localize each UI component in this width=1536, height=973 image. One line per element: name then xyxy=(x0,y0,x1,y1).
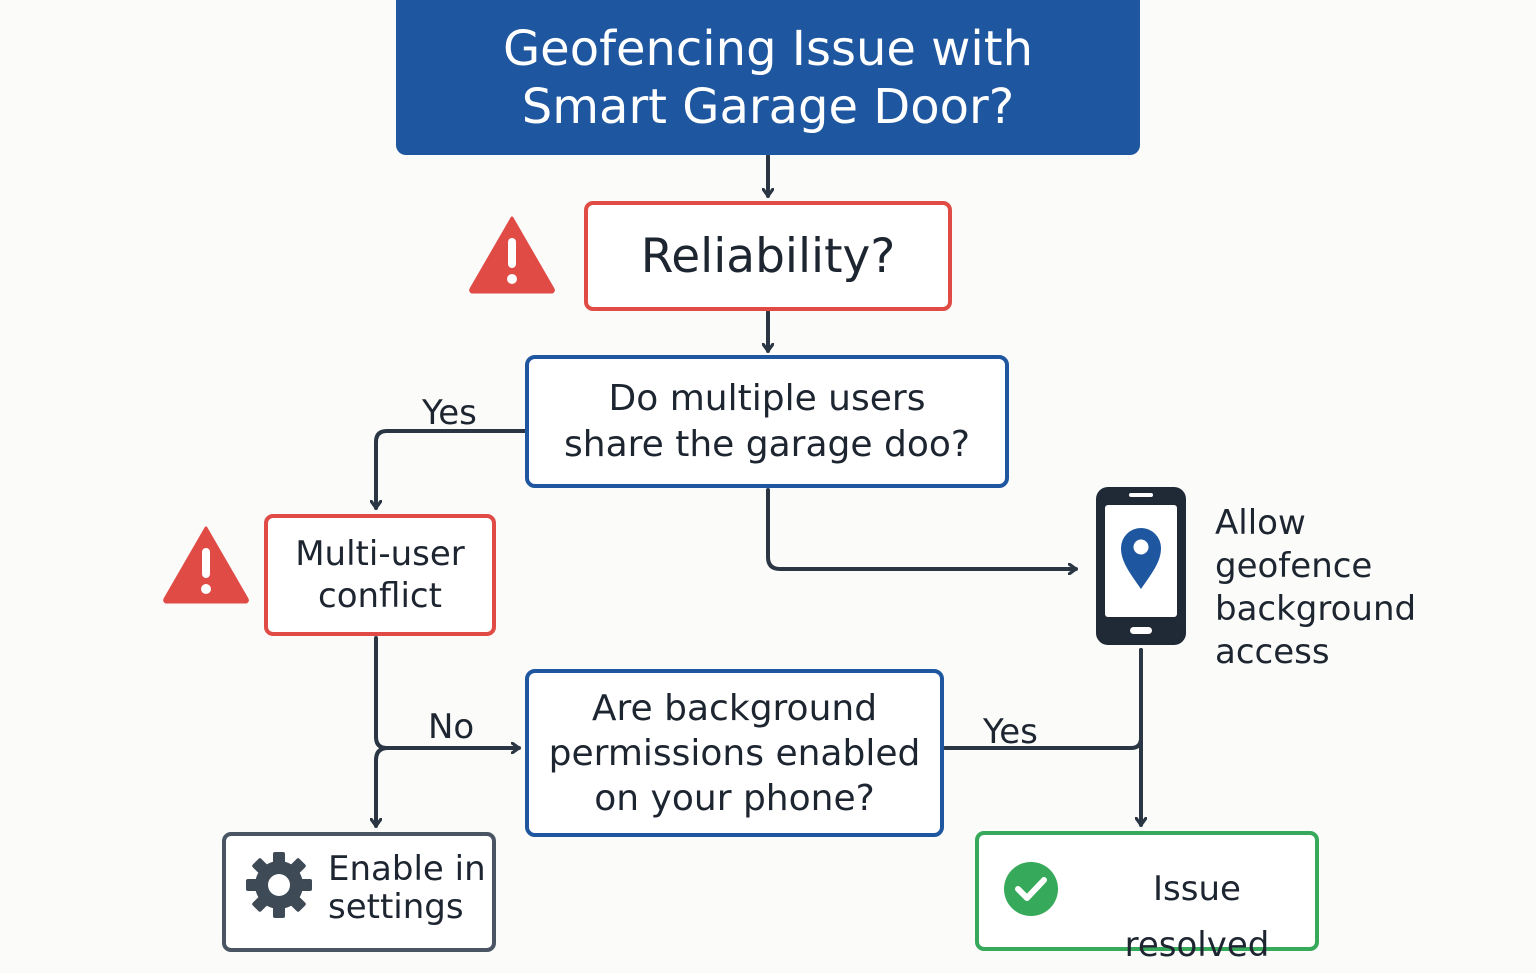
edge-label-yes-multiple-users: Yes xyxy=(422,393,477,433)
allow-geofence-text: Allow geofence background access xyxy=(1215,503,1417,672)
issue-resolved-node: Issue resolved xyxy=(975,831,1319,965)
reliability-label: Reliability? xyxy=(640,228,896,284)
warning-triangle-icon xyxy=(163,526,249,604)
title-box: Geofencing Issue with Smart Garage Door? xyxy=(396,0,1140,155)
connector-conflict-to-enable-settings xyxy=(376,746,390,828)
check-circle-icon xyxy=(1004,862,1058,916)
multi-user-conflict-label: Multi-user conflict xyxy=(295,534,465,616)
connector-multiple-users-yes-to-conflict xyxy=(376,429,527,510)
gear-icon xyxy=(246,852,312,918)
issue-resolved-label: Issue resolved xyxy=(1124,869,1270,965)
edge-label-yes-permissions: Yes xyxy=(983,712,1038,752)
warning-triangle-icon xyxy=(469,216,555,294)
flowchart-title: Geofencing Issue with Smart Garage Door? xyxy=(502,20,1034,135)
multiple-users-decision: Do multiple users share the garage doo? xyxy=(525,355,1009,488)
enable-settings-node: Enable in settings xyxy=(222,832,496,952)
enable-settings-label: Enable in settings xyxy=(328,849,486,927)
connector-permissions-yes-to-resolved xyxy=(943,648,1143,750)
reliability-node: Reliability? xyxy=(584,201,952,311)
flowchart-connectors xyxy=(0,154,1536,828)
smartphone-location-pin-icon xyxy=(1096,487,1186,645)
edge-label-no-conflict: No xyxy=(428,707,475,747)
background-permissions-decision: Are background permissions enabled on yo… xyxy=(525,669,944,837)
background-permissions-question: Are background permissions enabled on yo… xyxy=(548,687,921,819)
multi-user-conflict-node: Multi-user conflict xyxy=(264,514,496,636)
multiple-users-question: Do multiple users share the garage doo? xyxy=(564,377,970,465)
connector-multiple-users-to-phone xyxy=(766,488,1078,569)
